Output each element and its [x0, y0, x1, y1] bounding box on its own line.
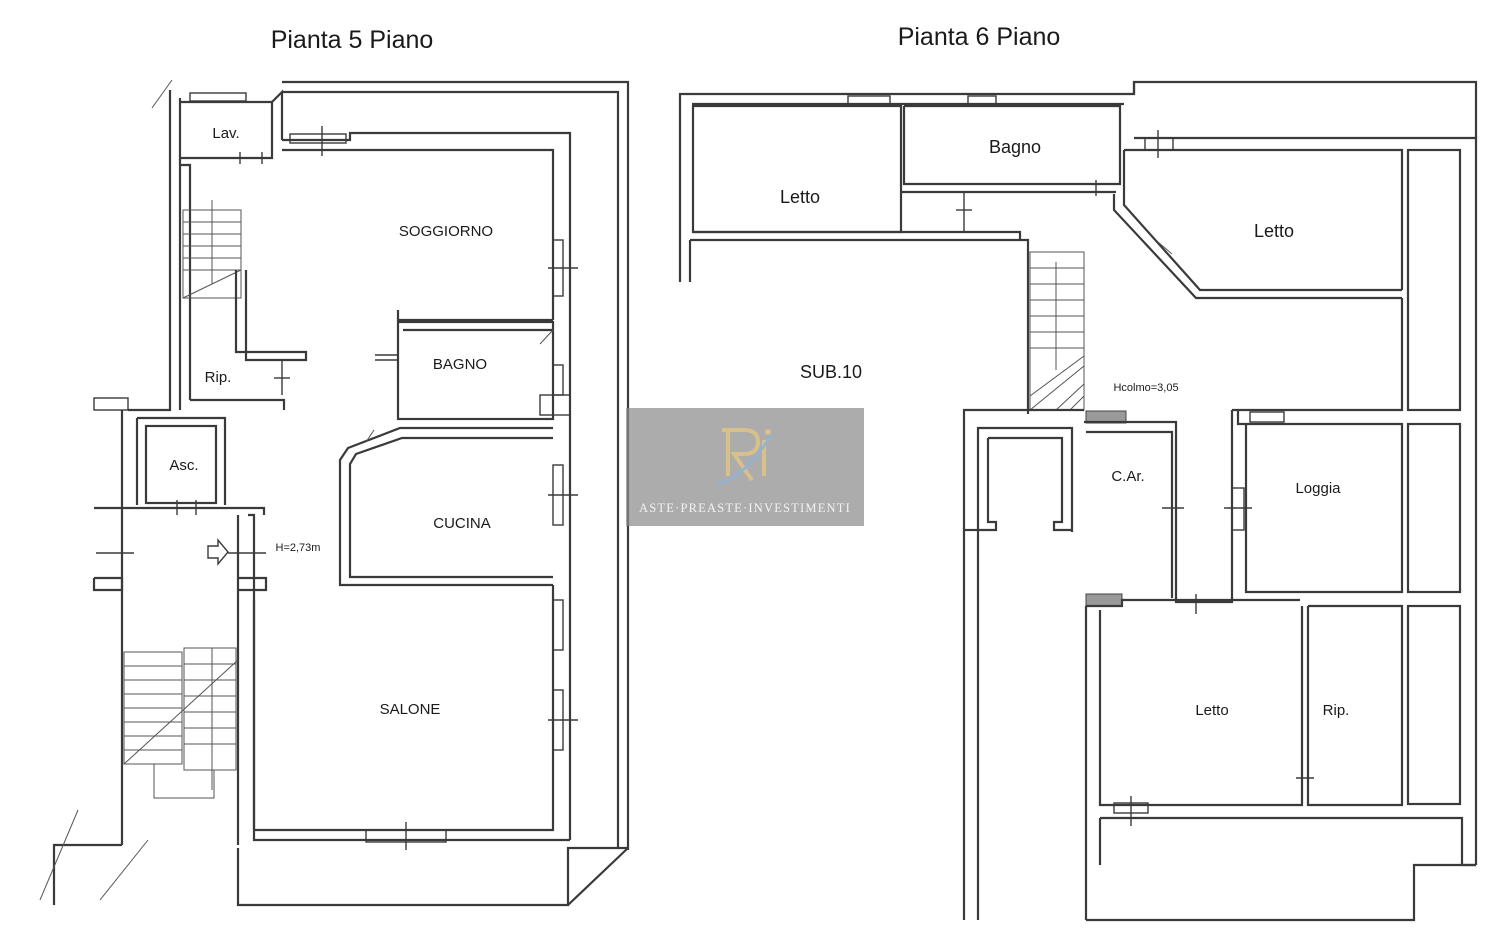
label-bagno-5: BAGNO	[433, 356, 487, 373]
label-rip-5: Rip.	[205, 369, 232, 386]
label-letto-top-left: Letto	[780, 187, 820, 207]
label-lav: Lav.	[212, 125, 239, 142]
floor-5-plan	[39, 79, 630, 907]
watermark-logo: ASTE·PREASTE·INVESTIMENTI	[626, 408, 864, 526]
label-rip-6: Rip.	[1323, 702, 1350, 719]
ri-monogram-icon	[717, 428, 774, 486]
label-soggiorno: SOGGIORNO	[399, 223, 493, 240]
staircase-upper	[182, 200, 242, 299]
label-height-6: Hcolmo=3,05	[1113, 382, 1178, 394]
title-floor-6: Pianta 6 Piano	[898, 23, 1061, 51]
label-car: C.Ar.	[1111, 468, 1144, 485]
staircase-floor-6	[1029, 251, 1085, 411]
floor-6-plan	[678, 80, 1478, 922]
label-loggia: Loggia	[1295, 480, 1341, 497]
label-letto-top-right: Letto	[1254, 221, 1294, 241]
label-asc: Asc.	[169, 457, 198, 474]
label-height-5: H=2,73m	[276, 542, 321, 554]
label-bagno-6: Bagno	[989, 137, 1041, 157]
label-sub10: SUB.10	[800, 362, 862, 382]
label-cucina: CUCINA	[433, 515, 491, 532]
watermark-caption: ASTE·PREASTE·INVESTIMENTI	[639, 501, 851, 515]
label-salone: SALONE	[380, 701, 441, 718]
title-floor-5: Pianta 5 Piano	[271, 26, 434, 54]
label-letto-bottom: Letto	[1195, 702, 1228, 719]
staircase-lower	[123, 647, 239, 799]
